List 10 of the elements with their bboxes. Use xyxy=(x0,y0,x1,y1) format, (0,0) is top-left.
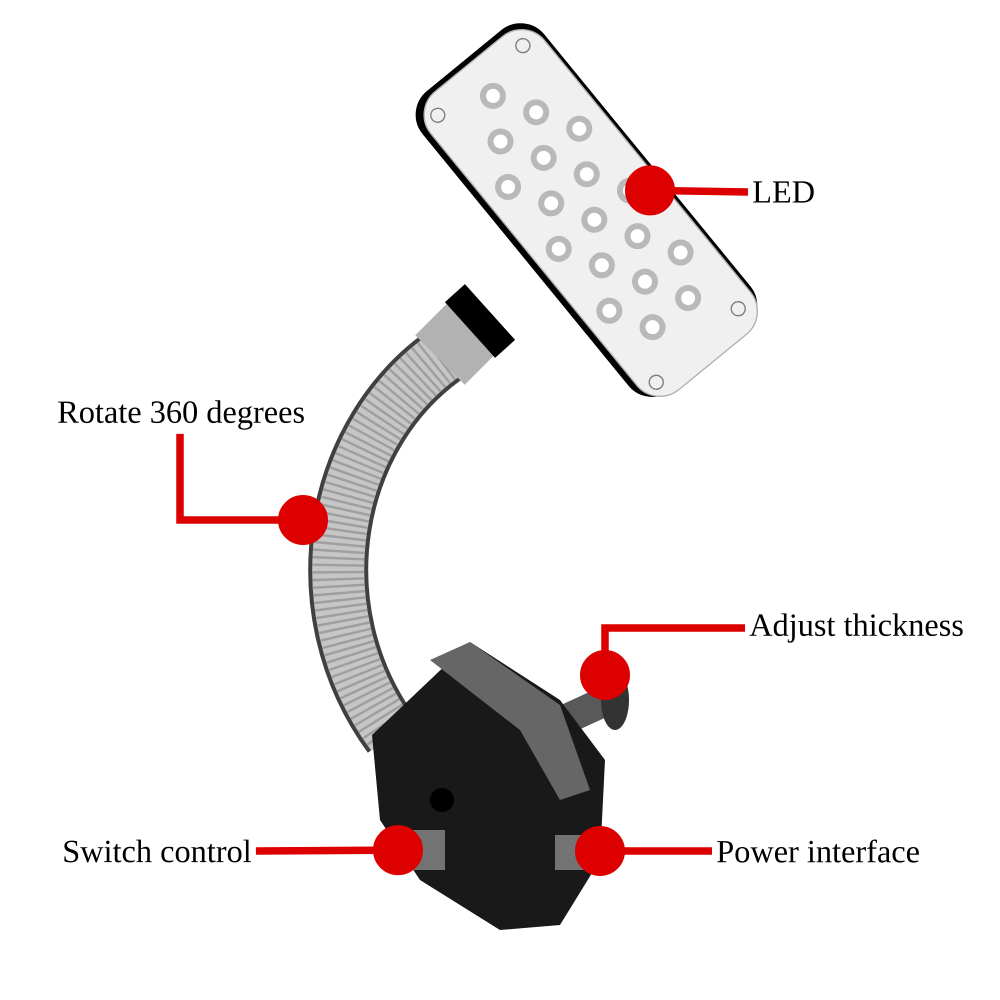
leader-line xyxy=(625,165,748,216)
callout-label: Switch control xyxy=(64,840,252,862)
leader-line xyxy=(256,825,423,876)
callout-label: Adjust thickness xyxy=(750,613,963,643)
leader-line xyxy=(575,826,712,876)
leader-line xyxy=(176,434,328,545)
callout-label: LED xyxy=(753,181,814,203)
callout-label: Power interface xyxy=(717,839,919,863)
callout-label: Rotate 360 degrees xyxy=(58,400,304,430)
leader-line xyxy=(580,624,745,700)
